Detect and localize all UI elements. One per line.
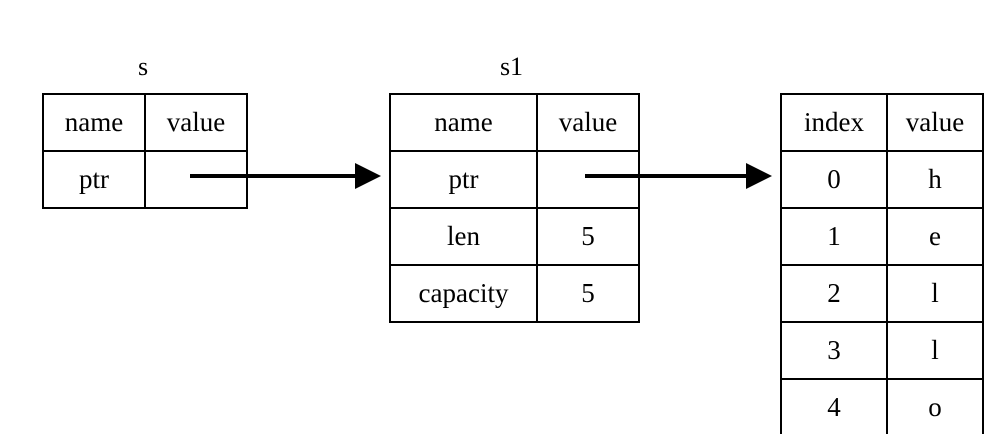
string-struct-header-name: name	[389, 93, 538, 152]
table-row: 4 o	[780, 378, 984, 434]
buffer-table: index value 0 h 1 e 2 l 3 l 4 o	[780, 93, 984, 434]
stack-var-row-0-name: ptr	[42, 150, 146, 209]
stack-var-caption: s	[137, 52, 149, 81]
buffer-row-0-index: 0	[780, 150, 888, 209]
buffer-row-4-index: 4	[780, 378, 888, 434]
string-struct-row-1-name: len	[389, 207, 538, 266]
pointer-arrow-s-to-s1	[190, 163, 389, 189]
string-struct-header-value: value	[536, 93, 640, 152]
table-row: ptr	[389, 150, 640, 209]
string-struct-row-2-name: capacity	[389, 264, 538, 323]
stack-var-table: name value ptr	[42, 93, 248, 209]
arrow-head-icon	[746, 163, 772, 189]
buffer-row-2-value: l	[886, 264, 984, 323]
arrow-shaft	[190, 174, 365, 178]
buffer-row-1-index: 1	[780, 207, 888, 266]
table-header-row: index value	[780, 93, 984, 152]
arrow-head-icon	[355, 163, 381, 189]
string-struct-table: name value ptr len 5 capacity 5	[389, 93, 640, 323]
stack-var-row-0-value	[144, 150, 248, 209]
table-row: len 5	[389, 207, 640, 266]
buffer-header-index: index	[780, 93, 888, 152]
stack-var-header-name: name	[42, 93, 146, 152]
table-row: 2 l	[780, 264, 984, 323]
table-row: capacity 5	[389, 264, 640, 323]
buffer-header-value: value	[886, 93, 984, 152]
table-header-row: name value	[389, 93, 640, 152]
string-struct-row-2-value: 5	[536, 264, 640, 323]
table-row: ptr	[42, 150, 248, 209]
buffer-row-0-value: h	[886, 150, 984, 209]
buffer-row-3-index: 3	[780, 321, 888, 380]
arrow-shaft	[585, 174, 756, 178]
table-row: 0 h	[780, 150, 984, 209]
buffer-row-3-value: l	[886, 321, 984, 380]
string-struct-row-0-name: ptr	[389, 150, 538, 209]
pointer-arrow-s1-to-buffer	[585, 163, 780, 189]
table-row: 3 l	[780, 321, 984, 380]
table-header-row: name value	[42, 93, 248, 152]
buffer-row-4-value: o	[886, 378, 984, 434]
stack-var-header-value: value	[144, 93, 248, 152]
buffer-row-1-value: e	[886, 207, 984, 266]
buffer-row-2-index: 2	[780, 264, 888, 323]
string-struct-row-0-value	[536, 150, 640, 209]
string-struct-row-1-value: 5	[536, 207, 640, 266]
string-struct-caption: s1	[499, 52, 524, 81]
table-row: 1 e	[780, 207, 984, 266]
